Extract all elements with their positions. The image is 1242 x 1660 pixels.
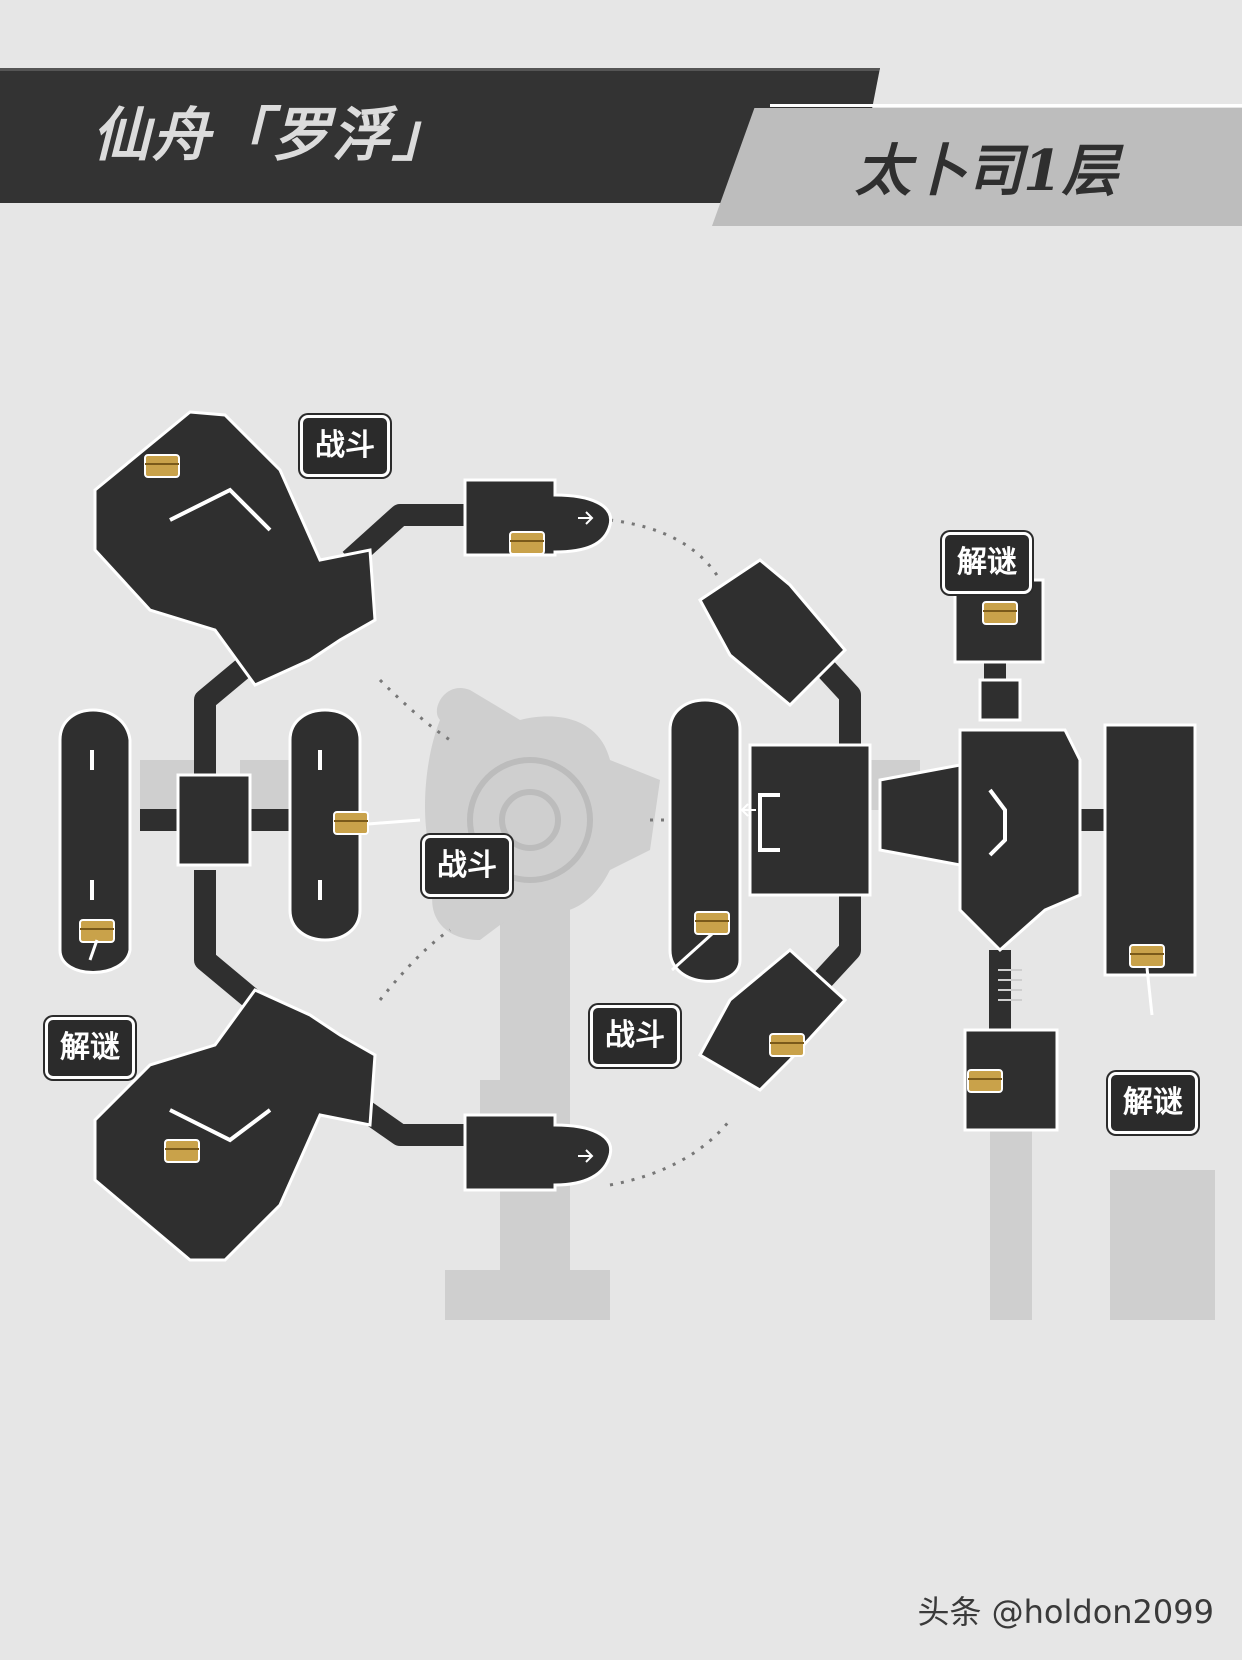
treasure-chest-icon — [509, 531, 545, 555]
marker-puzzle-right[interactable]: 解谜 — [1108, 1072, 1198, 1134]
treasure-chests[interactable] — [79, 454, 1165, 1163]
treasure-chest-icon — [694, 911, 730, 935]
region-banner — [0, 68, 880, 203]
treasure-chest-icon — [982, 601, 1018, 625]
treasure-chest-icon — [333, 811, 369, 835]
marker-combat-center[interactable]: 战斗 — [422, 835, 512, 897]
treasure-chest-icon — [1129, 944, 1165, 968]
floor-title: 太卜司1层 — [855, 138, 1118, 204]
treasure-chest-icon — [79, 919, 115, 943]
stairs-icon — [998, 969, 1022, 1001]
marker-puzzle-left[interactable]: 解谜 — [45, 1017, 135, 1079]
floor-banner-accent — [770, 104, 1242, 107]
floor-banner — [712, 108, 1242, 226]
treasure-chest-icon — [967, 1069, 1003, 1093]
treasure-chest-icon — [144, 454, 180, 478]
region-title: 仙舟「罗浮」 — [92, 101, 453, 169]
marker-puzzle-top-right[interactable]: 解谜 — [942, 532, 1032, 594]
treasure-chest-icon — [164, 1139, 200, 1163]
credit-watermark: 头条 @holdon2099 — [917, 1593, 1214, 1631]
marker-combat-top-left[interactable]: 战斗 — [300, 415, 390, 477]
map-center-rings — [467, 757, 593, 883]
floor-map[interactable] — [0, 250, 1242, 1320]
room-details — [90, 487, 1007, 1143]
rooms — [58, 410, 1197, 1262]
marker-combat-bottom-center[interactable]: 战斗 — [590, 1005, 680, 1067]
exit-arrow-icon — [578, 511, 756, 1163]
treasure-chest-icon — [769, 1033, 805, 1057]
